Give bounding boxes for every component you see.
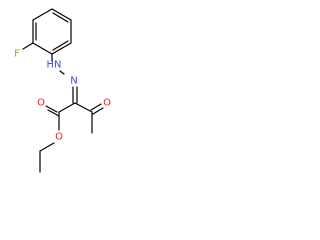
bond-nh-n (59, 70, 65, 75)
ring-inner-bond-1 (52, 12, 69, 23)
atom-label-fluorine: F (14, 49, 20, 60)
atom-label-hydrazone-n: N (70, 76, 77, 87)
bond-keto-co-double-a (90, 103, 102, 111)
ring-bond-c6-c1 (32, 8, 53, 21)
atom-label-ketone-o: O (103, 98, 111, 109)
bond-c-keto-c (74, 102, 93, 113)
atom-label-ester-o: O (55, 132, 63, 143)
atom-label-hydrazone-nh: HN (47, 60, 62, 71)
bond-ester-co-double-a (45, 105, 58, 113)
bond-c-f (22, 42, 34, 50)
bond-c-ester-c (58, 102, 76, 113)
ring-bond-c4-c5 (32, 42, 53, 55)
ring-bond-c1-c2 (51, 8, 72, 21)
ring-inner-bond-2 (52, 40, 69, 51)
ring-bond-c3-c4 (51, 42, 72, 55)
bond-keto-co-double-b (92, 107, 104, 115)
molecule-diagram: F HN N O O O (14, 8, 111, 173)
atom-labels: F HN N O O O (14, 49, 111, 143)
bond-ester-co-double-b (47, 109, 60, 117)
atom-label-ester-carbonyl-o: O (37, 98, 45, 109)
bonds (22, 8, 104, 173)
bond-o-ch2 (39, 142, 55, 152)
